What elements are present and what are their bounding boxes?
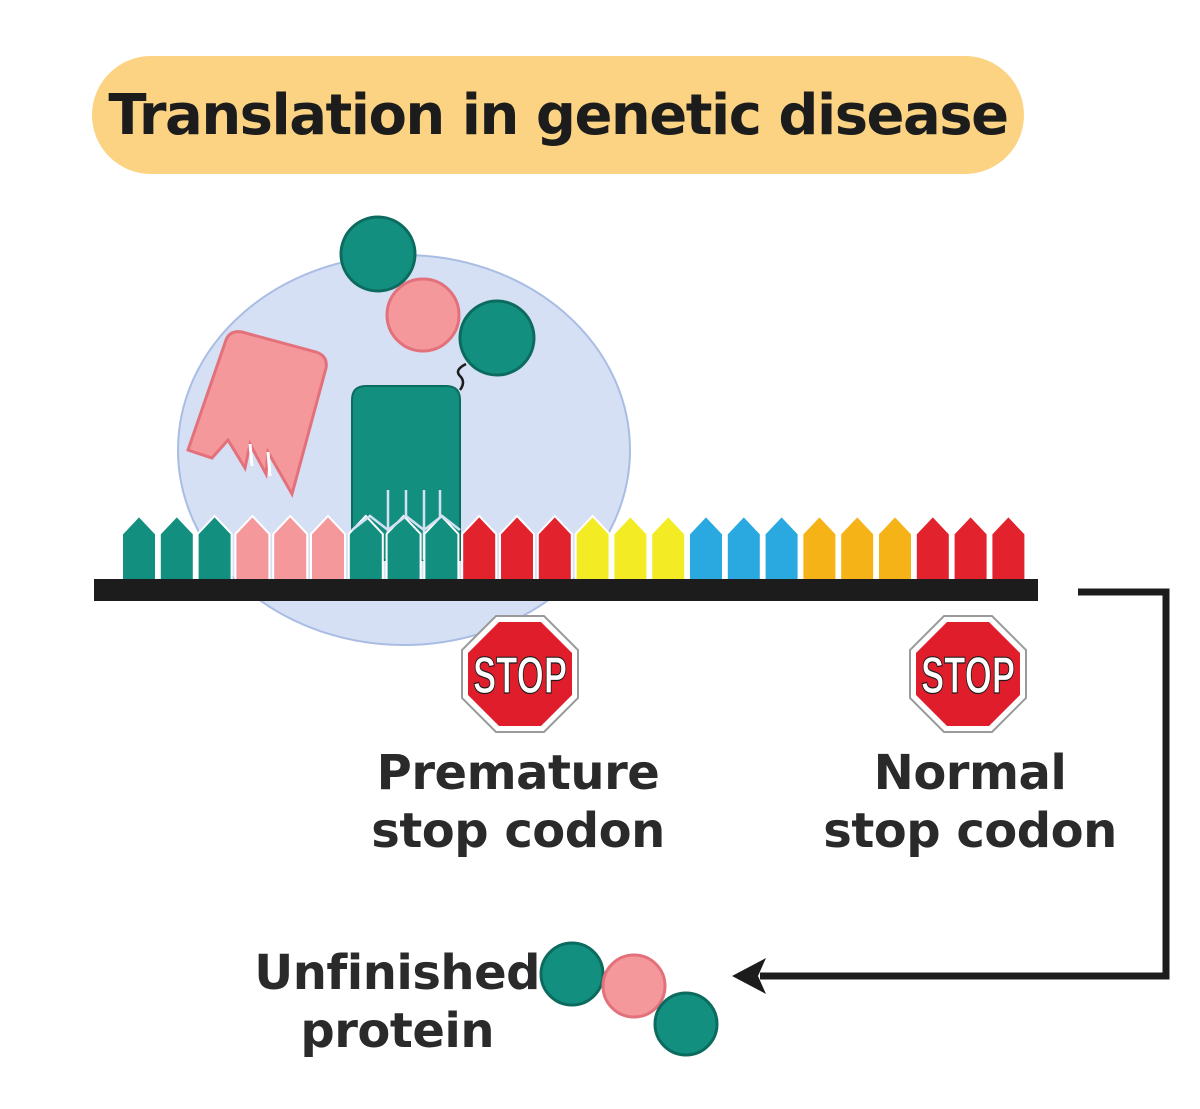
codon-block: [952, 514, 989, 581]
mrna-strand: [94, 579, 1038, 601]
codon-block: [158, 514, 195, 581]
title-banner: Translation in genetic disease: [92, 56, 1024, 174]
peptide-bead: [458, 299, 536, 377]
release-arrow: [760, 588, 1170, 980]
protein-bead: [653, 991, 719, 1057]
normal-stop-label: Normal stop codon: [800, 744, 1140, 860]
codon-block: [725, 514, 762, 581]
departing-trna-tooth: [248, 443, 254, 467]
label-line: Premature: [376, 745, 660, 801]
mrna-codons: [121, 514, 1027, 581]
peptide-bead: [385, 277, 461, 353]
peptide-bead: [339, 215, 417, 293]
active-trna: [351, 385, 461, 561]
label-line: stop codon: [823, 803, 1117, 859]
premature-stop-sign: STOP: [461, 615, 579, 733]
normal-stop-sign: STOP: [909, 615, 1027, 733]
codon-block: [990, 514, 1027, 581]
codon-block: [914, 514, 951, 581]
codon-block: [763, 514, 800, 581]
codon-block: [612, 514, 649, 581]
protein-bead: [601, 953, 667, 1019]
label-line: protein: [300, 1003, 494, 1059]
unfinished-protein-label: Unfinished protein: [200, 944, 540, 1060]
premature-stop-label: Premature stop codon: [348, 744, 688, 860]
codon-block: [688, 514, 724, 581]
diagram-title: Translation in genetic disease: [108, 82, 1009, 148]
label-line: stop codon: [371, 803, 665, 859]
codon-block: [650, 514, 687, 581]
label-line: Unfinished: [254, 945, 540, 1001]
codon-pairing: [351, 514, 461, 532]
stop-sign-text: STOP: [921, 647, 1015, 705]
protein-bead: [539, 941, 605, 1007]
codon-block: [801, 514, 838, 581]
departing-trna-tooth: [266, 451, 272, 477]
arrow-head-icon: [732, 958, 766, 994]
codon-block: [839, 514, 876, 581]
label-line: Normal: [873, 745, 1067, 801]
codon-block: [121, 514, 157, 581]
trna-wiggle: [456, 362, 467, 391]
stop-sign-text: STOP: [473, 647, 567, 705]
codon-block: [877, 514, 913, 581]
